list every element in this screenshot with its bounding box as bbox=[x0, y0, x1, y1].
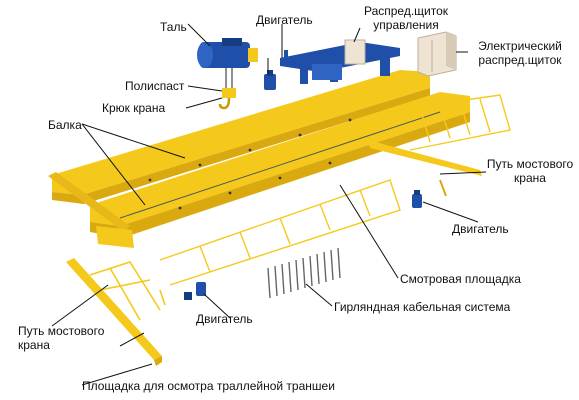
label-motor-top: Двигатель bbox=[256, 13, 313, 27]
runway-right bbox=[368, 140, 482, 197]
label-trolley-platform: Площадка для осмотра траллейной траншеи bbox=[82, 379, 335, 393]
runway-left bbox=[66, 258, 162, 366]
trolley-platform bbox=[89, 261, 166, 321]
hoist-unit bbox=[197, 38, 258, 110]
inspection-platform-railing bbox=[159, 94, 511, 286]
label-motor-right: Двигатель bbox=[452, 222, 509, 236]
label-hoist: Таль bbox=[160, 20, 187, 34]
control-frame bbox=[280, 39, 400, 84]
hoist-icon bbox=[200, 42, 250, 68]
pulley-block-icon bbox=[222, 88, 236, 98]
label-festoon-system: Гирляндная кабельная система bbox=[334, 300, 511, 314]
label-electric-panel: Электрический распред.щиток bbox=[478, 39, 562, 67]
girder-rear bbox=[52, 70, 430, 195]
label-runway-right: Путь мостового крана bbox=[486, 157, 574, 185]
girder-front bbox=[90, 92, 470, 226]
label-inspection-platform: Смотровая площадка bbox=[400, 272, 521, 286]
label-motor-bottom: Двигатель bbox=[196, 312, 253, 326]
motor-bottom-icon bbox=[184, 282, 206, 300]
label-control-panel: Распред.щиток управления bbox=[363, 4, 449, 32]
festoon-cable-icon bbox=[267, 247, 341, 299]
leader-lines bbox=[51, 23, 487, 386]
electric-panel-icon bbox=[417, 31, 457, 77]
motor-right-icon bbox=[412, 190, 422, 208]
label-runway-left: Путь мостового крана bbox=[18, 324, 105, 352]
label-pulley-block: Полиспаст bbox=[125, 79, 185, 93]
girder-assembly bbox=[48, 70, 470, 248]
motor-top-icon bbox=[264, 70, 276, 90]
control-panel-icon bbox=[344, 39, 366, 65]
end-carriage-left bbox=[48, 172, 130, 232]
hook-icon bbox=[218, 97, 231, 110]
label-crane-hook: Крюк крана bbox=[102, 101, 166, 115]
label-girder: Балка bbox=[48, 118, 82, 132]
